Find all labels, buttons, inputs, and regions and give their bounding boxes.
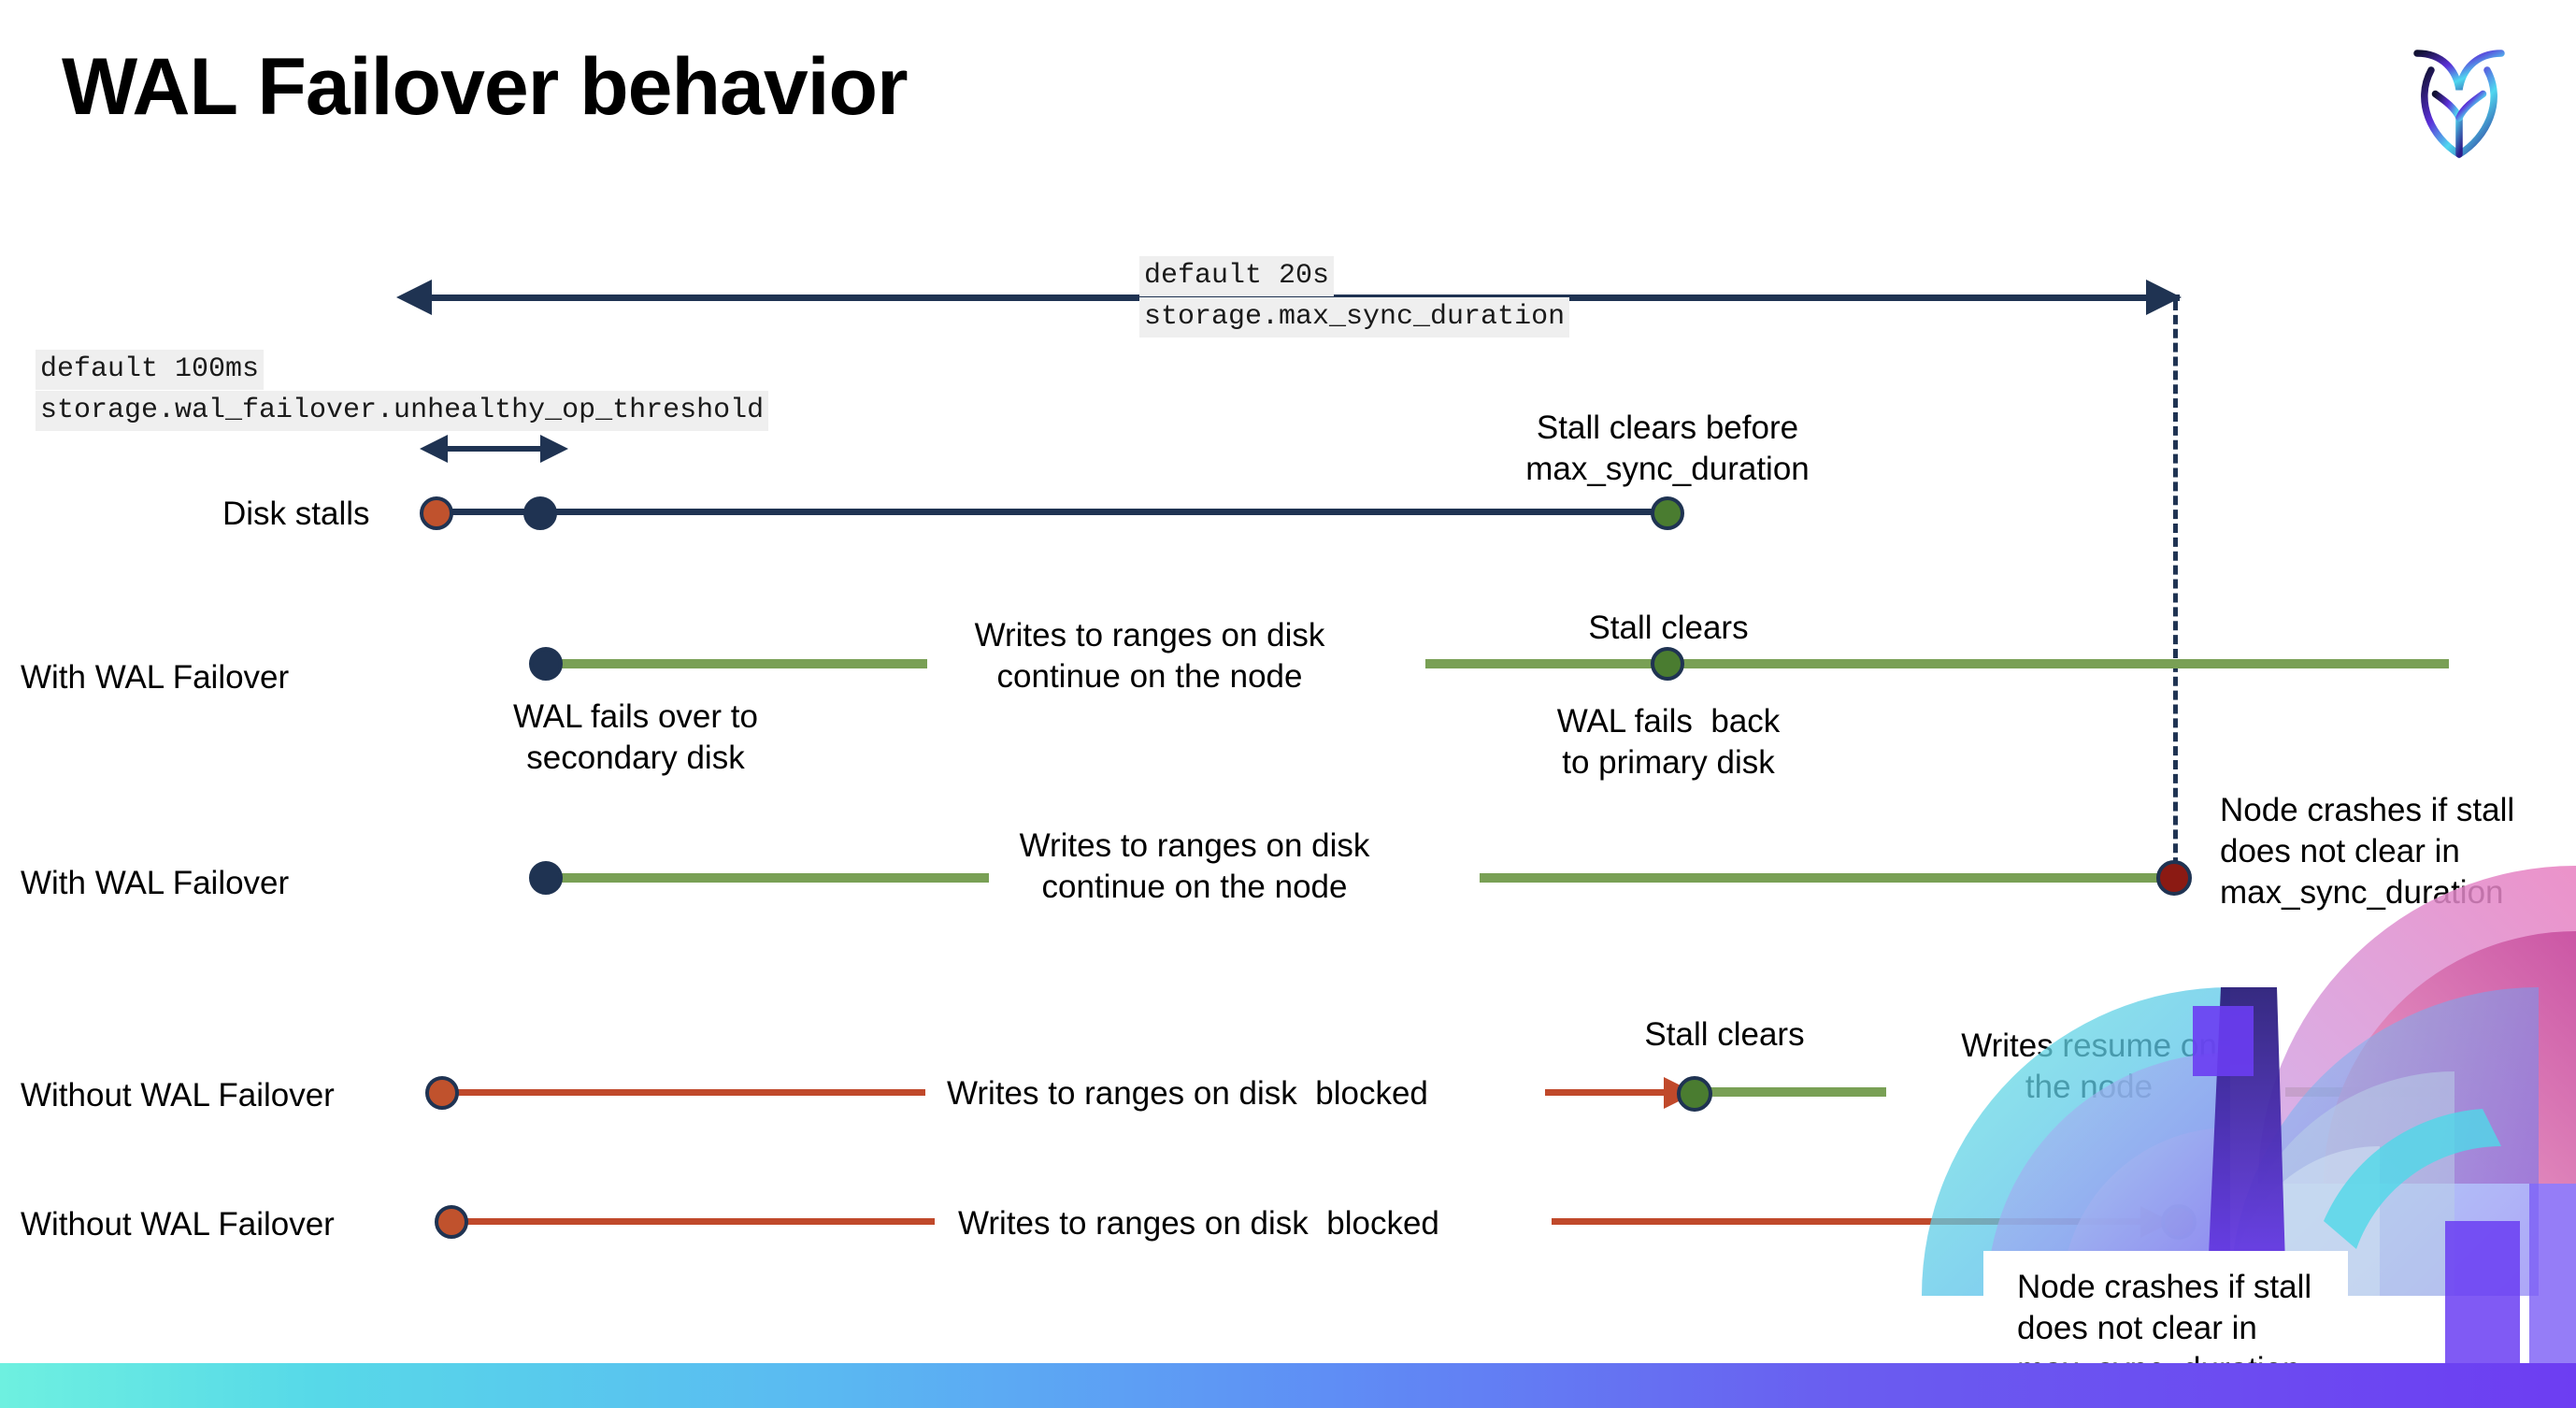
unhealthy-op-setting-label: storage.wal_failover.unhealthy_op_thresh…	[36, 391, 769, 431]
note-node-crashes-1: Node crashes if stall does not clear in …	[2220, 792, 2515, 912]
unhealthy-op-default-label: default 100ms	[36, 350, 265, 390]
without-wal-2-red-segment-b	[1552, 1218, 2159, 1225]
note-writes-resume: Writes resume on the node	[1961, 1027, 2217, 1106]
disk-stalls-failover-dot	[523, 496, 557, 530]
row-label-disk-stalls: Disk stalls	[222, 496, 370, 532]
max-sync-default-label: default 20s	[1139, 256, 1335, 296]
wal-failover-1-clear-dot	[1651, 647, 1684, 681]
row-label-with-wal-failover-1: With WAL Failover	[21, 659, 290, 696]
note-writes-blocked-1: Writes to ranges on disk blocked	[947, 1075, 1428, 1112]
without-wal-1-green-segment-b	[2285, 1087, 2449, 1097]
note-stall-clears-before: Stall clears before max_sync_duration	[1525, 409, 1810, 488]
wal-failover-2-crash-dot	[2156, 860, 2192, 896]
note-wal-fails-over: WAL fails over to secondary disk	[513, 698, 758, 777]
without-wal-2-start-dot	[435, 1205, 468, 1239]
disk-stalls-timeline	[439, 509, 1673, 515]
max-sync-setting-label: storage.max_sync_duration	[1139, 297, 1570, 338]
wal-failover-1-failover-dot	[529, 647, 563, 681]
without-wal-1-green-segment-a	[1707, 1087, 1886, 1097]
row-label-with-wal-failover-2: With WAL Failover	[21, 865, 290, 901]
max-sync-left-arrowhead	[396, 280, 432, 315]
bottom-gradient-bar	[0, 1363, 2576, 1408]
without-wal-2-crash-dot	[2161, 1204, 2197, 1240]
wal-failover-2-failover-dot	[529, 861, 563, 895]
unhealthy-op-span-line	[436, 446, 557, 452]
page-title: WAL Failover behavior	[62, 42, 909, 132]
without-wal-1-red-segment-b	[1545, 1089, 1681, 1096]
note-stall-clears-2: Stall clears	[1644, 1016, 1805, 1053]
note-writes-continue-2: Writes to ranges on disk continue on the…	[1019, 827, 1370, 906]
wal-failover-2-segment-b	[1480, 873, 2176, 883]
without-wal-1-start-dot	[425, 1076, 459, 1110]
note-writes-continue-1: Writes to ranges on disk continue on the…	[974, 617, 1325, 696]
wal-failover-1-segment-b	[1425, 659, 2449, 668]
cockroachdb-logo	[2389, 28, 2529, 168]
note-wal-fails-back: WAL fails back to primary disk	[1556, 703, 1781, 782]
row-label-without-wal-failover-2: Without WAL Failover	[21, 1206, 335, 1243]
wal-failover-1-segment-a	[542, 659, 927, 668]
note-writes-blocked-2: Writes to ranges on disk blocked	[958, 1205, 1439, 1242]
unhealthy-op-right-arrowhead	[540, 435, 568, 463]
wal-failover-2-segment-a	[542, 873, 989, 883]
note-stall-clears-1: Stall clears	[1588, 610, 1749, 646]
without-wal-1-clear-dot	[1677, 1076, 1712, 1112]
disk-stalls-clear-dot	[1651, 496, 1684, 530]
row-label-without-wal-failover-1: Without WAL Failover	[21, 1077, 335, 1113]
without-wal-1-red-segment-a	[449, 1089, 925, 1096]
max-sync-dashed-guide	[2173, 301, 2178, 881]
disk-stalls-start-dot	[420, 496, 453, 530]
unhealthy-op-left-arrowhead	[420, 435, 448, 463]
without-wal-2-red-segment-a	[458, 1218, 935, 1225]
